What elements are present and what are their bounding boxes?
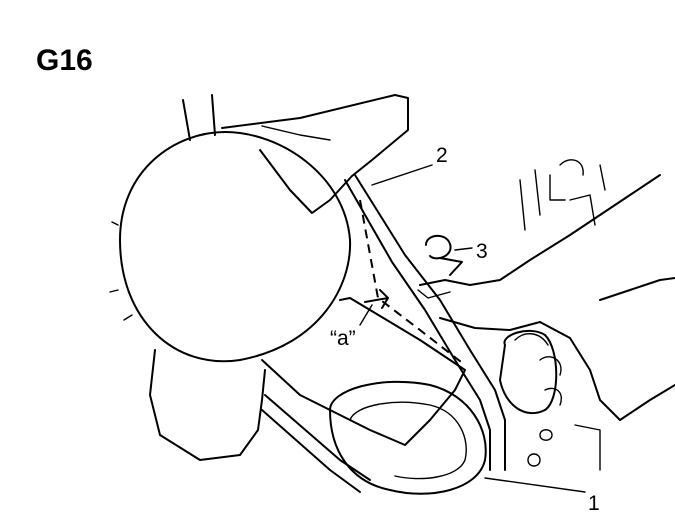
callout-a: “a” (330, 327, 356, 350)
engine-block-edge (569, 164, 606, 226)
lower-bolts (527, 424, 601, 471)
drive-belt-outer (354, 174, 506, 471)
idler-bolt-arrow (439, 257, 463, 276)
crank-pulley (329, 380, 487, 495)
gauge-body (499, 329, 558, 415)
deflection-arrow (364, 289, 389, 309)
belt-deflected-position (359, 199, 466, 366)
callout-1: 1 (588, 492, 600, 515)
upper-housing (221, 94, 409, 214)
leader-line-2 (371, 164, 433, 186)
lower-belt-run (261, 394, 371, 493)
fan-rim-ticks (109, 221, 133, 321)
upper-housing-edge (261, 125, 331, 141)
hand-holding-gauge (439, 317, 675, 421)
wrist (599, 277, 675, 301)
idler-bolt (425, 234, 452, 260)
lower-housing-body (261, 297, 466, 446)
vertical-pipe (182, 94, 216, 141)
callout-2: 2 (436, 144, 448, 167)
hand-finger (417, 289, 451, 299)
crank-pulley-groove (349, 401, 467, 480)
cooling-fan (119, 131, 352, 363)
engine-bracket (519, 159, 584, 231)
figure-id-label: G16 (36, 44, 93, 77)
leader-line-a (359, 304, 373, 326)
hand-pressing-belt (419, 174, 661, 286)
drive-belt-inner (344, 179, 491, 471)
callout-3: 3 (476, 240, 488, 263)
gauge-fingers (514, 333, 562, 406)
lower-housing (149, 349, 266, 461)
leader-line-3 (454, 247, 473, 251)
leader-line-1 (484, 477, 586, 493)
